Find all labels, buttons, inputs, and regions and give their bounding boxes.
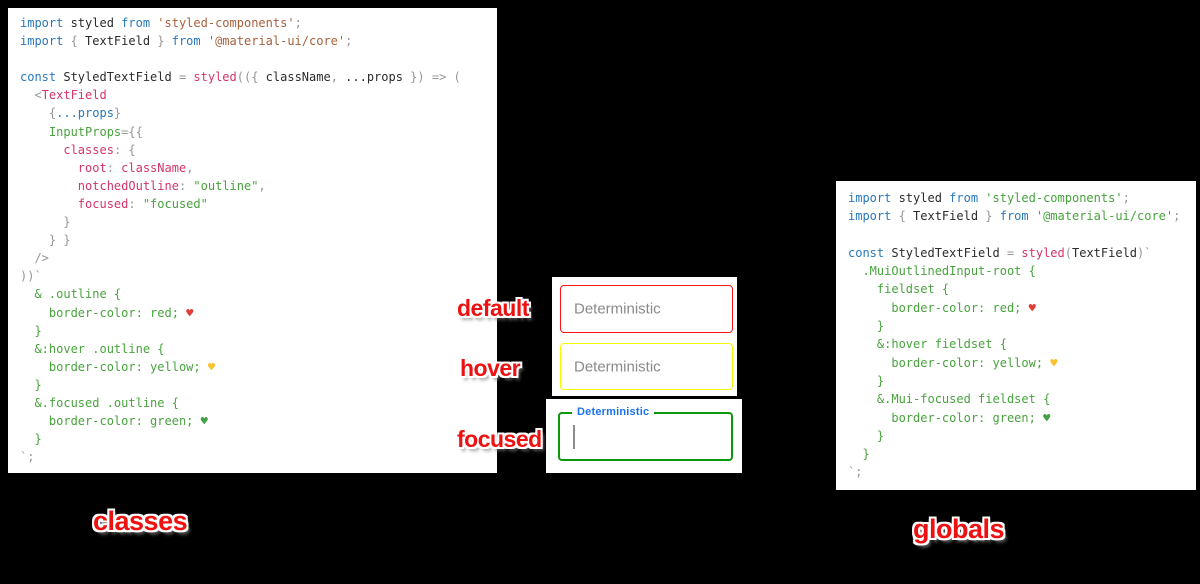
text-cursor	[573, 425, 575, 449]
globals-code-snippet: import styled from 'styled-components';i…	[836, 181, 1196, 490]
caption-globals: globals	[913, 514, 1005, 544]
textfield-focused[interactable]: Deterministic	[558, 406, 733, 461]
state-label-hover: hover	[460, 355, 521, 381]
textfield-focused-floating-label: Deterministic	[572, 406, 655, 418]
textfield-hover-label: Deterministic	[574, 358, 661, 375]
state-label-focused: focused	[457, 426, 542, 452]
textfield-hover[interactable]: Deterministic	[560, 343, 733, 390]
classes-code-snippet: import styled from 'styled-components';i…	[8, 8, 497, 473]
caption-classes: classes	[93, 506, 188, 536]
textfield-default[interactable]: Deterministic	[560, 285, 733, 333]
state-label-default: default	[457, 295, 529, 321]
textfield-default-label: Deterministic	[574, 300, 661, 318]
